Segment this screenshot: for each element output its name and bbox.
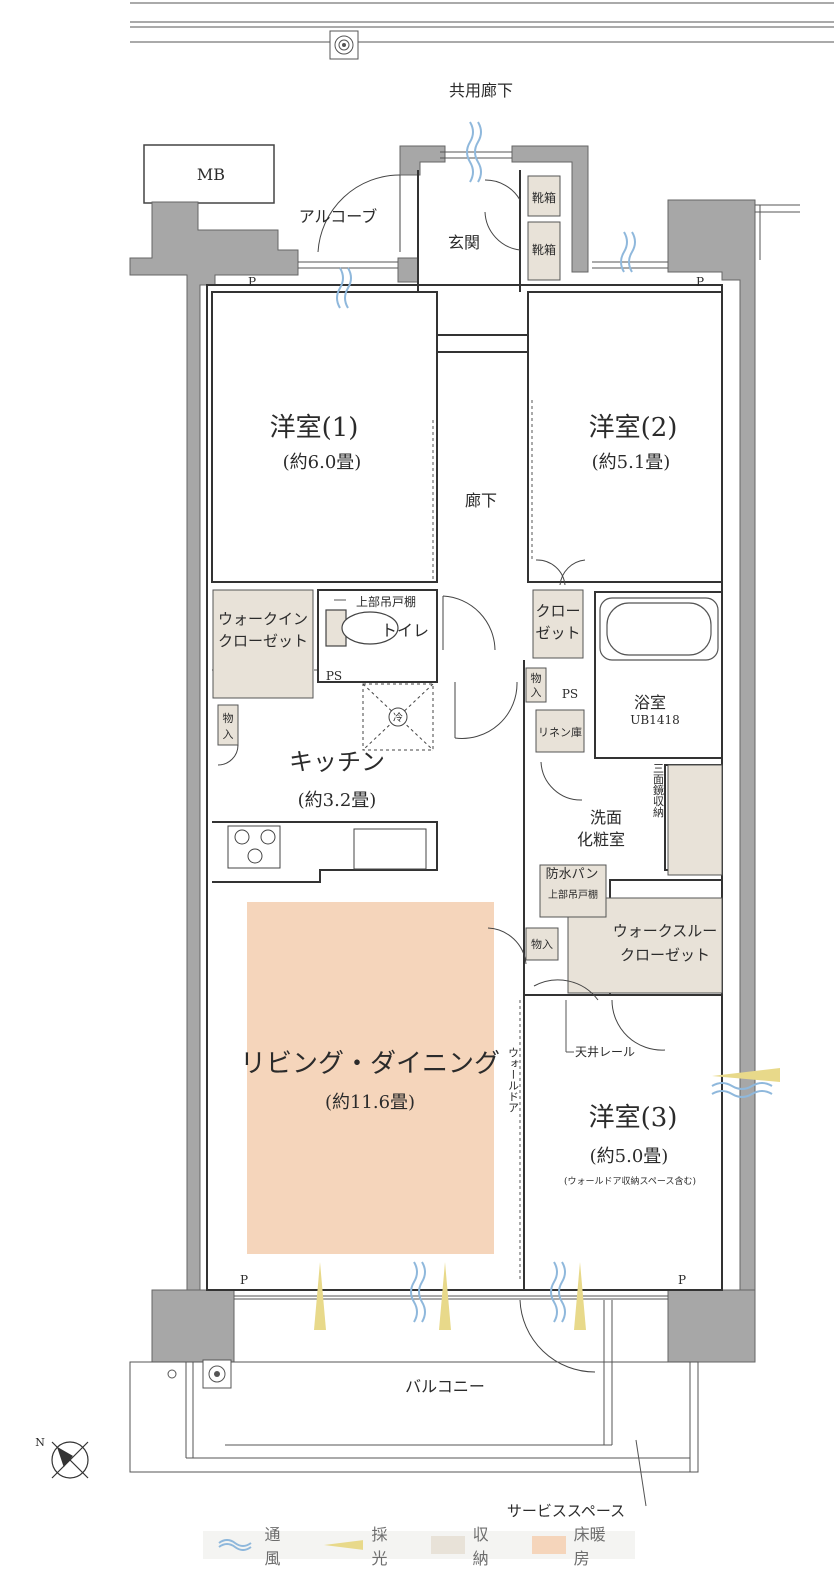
label-walkthrough-1: ウォークスルー — [613, 922, 718, 940]
sink-icon — [353, 828, 427, 870]
label-waterproof-pan: 防水パン — [546, 866, 599, 882]
wind-icon — [218, 1539, 252, 1551]
label-toilet: トイレ — [381, 621, 429, 640]
label-closet-1: クロー — [535, 602, 580, 620]
label-linen: リネン庫 — [538, 725, 582, 739]
corridor-railing — [130, 2, 834, 43]
label-bath-unit: UB1418 — [630, 713, 679, 727]
label-room1-size: (約6.0畳) — [283, 452, 362, 473]
label-mb: MB — [197, 165, 225, 184]
label-p-3: P — [240, 1273, 248, 1287]
storage-small-2 — [525, 667, 547, 703]
label-room2-name: 洋室(2) — [589, 413, 678, 443]
label-shoe-box-1: 靴箱 — [532, 190, 556, 205]
label-storage-2a: 物 — [531, 671, 542, 685]
label-p-2: P — [696, 275, 704, 289]
structural-walls — [129, 145, 756, 1363]
label-p-1: P — [248, 275, 256, 289]
label-walkthrough-2: クローゼット — [620, 946, 710, 964]
label-ps-2: PS — [562, 687, 578, 701]
waterproof-pan — [539, 864, 607, 918]
label-room3-note: (ウォールドア収納スペース含む) — [564, 1175, 696, 1187]
legend-wind-label: 通風 — [264, 1525, 281, 1568]
label-bath: 浴室 — [634, 693, 666, 712]
storage-small-3 — [525, 927, 559, 961]
legend-wind: 通風 — [217, 1521, 296, 1569]
mb-box — [143, 144, 275, 204]
legend-light: 採光 — [324, 1521, 403, 1569]
label-storage-3: 物入 — [531, 937, 553, 951]
toilet-icon — [325, 609, 399, 647]
label-alcove: アルコーブ — [299, 207, 378, 226]
shoe-box-2 — [527, 221, 561, 281]
label-balcony: バルコニー — [405, 1377, 485, 1396]
bathtub-icon — [599, 597, 719, 661]
wind-icon — [336, 121, 773, 1323]
label-common-corridor: 共用廊下 — [449, 81, 513, 100]
light-icon — [314, 1068, 780, 1330]
label-entrance: 玄関 — [448, 233, 480, 252]
legend-storage: 収納 — [431, 1521, 504, 1569]
label-ceiling-rail: 天井レール — [575, 1045, 635, 1059]
corridor-drain-icon — [329, 30, 359, 60]
stove-icon — [227, 825, 281, 869]
balcony-post-icon — [167, 1369, 177, 1379]
label-washroom-2: 化粧室 — [577, 830, 625, 849]
legend-floor-heating: 床暖房 — [532, 1521, 621, 1569]
storage-small-1 — [217, 704, 239, 746]
label-room1-name: 洋室(1) — [270, 413, 359, 443]
legend-floor-heating-label: 床暖房 — [573, 1525, 606, 1568]
label-storage-1a: 物 — [223, 711, 234, 725]
label-closet-2: ゼット — [535, 624, 580, 642]
closet — [532, 589, 584, 659]
label-wall-door: ウォールドア — [507, 1047, 520, 1113]
label-kitchen: キッチン — [289, 748, 385, 776]
balcony-drain-icon — [202, 1359, 232, 1389]
label-hallway: 廊下 — [465, 491, 497, 510]
label-shoe-box-2: 靴箱 — [532, 242, 556, 257]
label-p-4: P — [678, 1273, 686, 1287]
mirror-storage — [667, 764, 723, 876]
balcony-outline — [129, 1300, 699, 1473]
label-service-space: サービススペース — [507, 1502, 625, 1520]
linen-storage — [535, 709, 585, 753]
light-icon — [324, 1540, 364, 1550]
storage-areas — [212, 175, 723, 994]
label-compass-n: N — [35, 1436, 45, 1449]
label-walkin-1: ウォークイン — [218, 610, 308, 628]
label-upper-cabinet: 上部吊戸棚 — [356, 594, 416, 609]
label-kitchen-size: (約3.2畳) — [298, 790, 377, 811]
label-upper-cabinet-2: 上部吊戸棚 — [548, 888, 598, 901]
floor-heating-swatch — [532, 1536, 566, 1554]
label-washroom-1: 洗面 — [590, 808, 622, 827]
label-ps-1: PS — [326, 669, 342, 683]
shoe-box-1 — [527, 175, 561, 217]
label-room3-size: (約5.0畳) — [590, 1146, 669, 1167]
label-room2-size: (約5.1畳) — [592, 452, 671, 473]
legend-light-label: 採光 — [371, 1525, 388, 1568]
label-mirror-storage: 三面鏡収納 — [652, 763, 665, 819]
label-storage-1b: 入 — [223, 728, 234, 741]
floor-heating-area — [247, 902, 494, 1254]
label-living-name: リビング・ダイニング — [240, 1049, 500, 1079]
legend-storage-label: 収納 — [472, 1525, 489, 1568]
legend: 通風 採光 収納 床暖房 — [203, 1525, 635, 1568]
label-room3-name: 洋室(3) — [589, 1103, 678, 1133]
label-walkin-2: クローゼット — [218, 632, 308, 650]
door-swings — [217, 174, 666, 1373]
compass-icon — [51, 1441, 89, 1479]
label-storage-2b: 入 — [531, 686, 542, 699]
label-refrigerator: 冷 — [393, 711, 403, 724]
storage-swatch — [431, 1536, 465, 1554]
walkin-closet — [212, 589, 314, 699]
label-living-size: (約11.6畳) — [325, 1092, 415, 1113]
